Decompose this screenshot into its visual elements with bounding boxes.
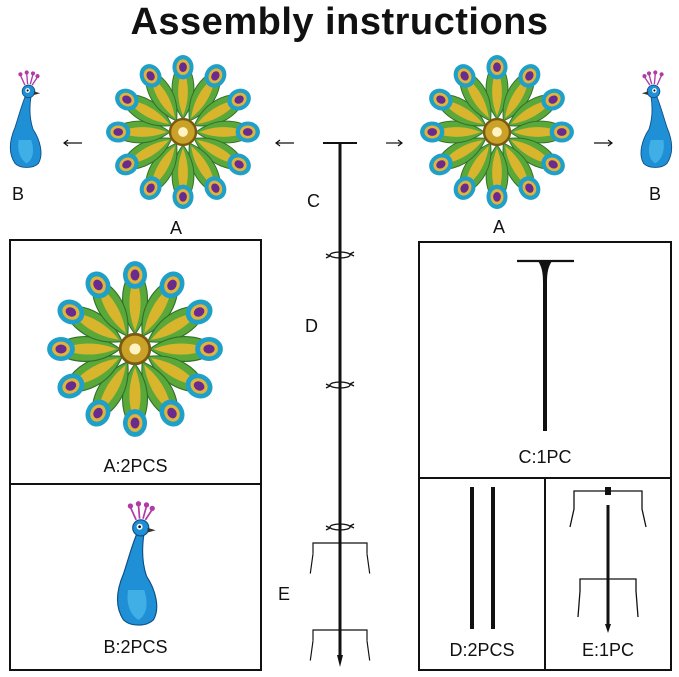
part-b-caption: B:2PCS	[103, 637, 168, 657]
label-c: C	[307, 191, 320, 211]
label-d: D	[305, 316, 318, 336]
part-d-box: D:2PCS	[418, 477, 546, 671]
part-e-caption: E:1PC	[581, 640, 635, 660]
pinwheel-a-image	[11, 241, 260, 456]
part-b-box: B:2PCS	[9, 483, 262, 671]
pinwheel-a-left-image	[106, 55, 260, 209]
pole-d-image	[470, 487, 495, 629]
stake-e-image	[569, 487, 647, 633]
part-d-caption: D:2PCS	[449, 640, 515, 660]
pole-c-image	[517, 259, 574, 431]
peacock-b-right-image	[640, 69, 673, 169]
part-c-caption: C:1PC	[518, 447, 572, 467]
label-e: E	[278, 584, 291, 604]
assembled-stake-diagram	[309, 142, 371, 667]
label-b-left: B	[12, 184, 25, 204]
page-title: Assembly instructions	[130, 1, 549, 43]
label-a-right: A	[493, 217, 506, 237]
peacock-b-image	[116, 500, 158, 626]
part-c-box: C:1PC	[418, 241, 672, 479]
peacock-b-left-image	[9, 69, 42, 169]
part-a-box: A:2PCS	[9, 239, 262, 485]
pinwheel-a-right-image	[420, 55, 574, 209]
assembly-diagram-top	[9, 0, 673, 240]
part-e-box: E:1PC	[544, 477, 672, 671]
part-a-caption: A:2PCS	[103, 456, 168, 476]
label-b-right: B	[649, 184, 662, 204]
label-a-left: A	[170, 218, 183, 238]
